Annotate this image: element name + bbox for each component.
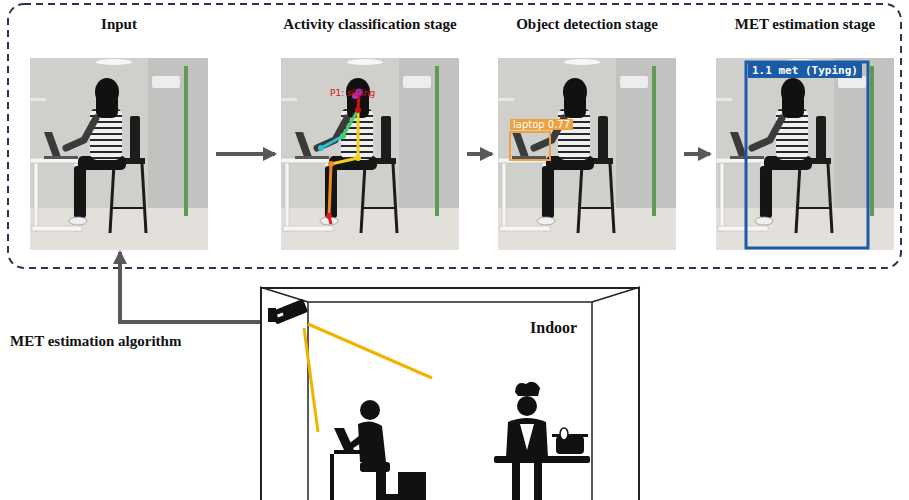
overlay-label: P1: sitting: [330, 88, 375, 98]
camera-icon: [268, 299, 308, 325]
stage-panel: Activity classification stage: [281, 58, 459, 250]
stage-title: Activity classification stage: [283, 16, 456, 33]
flow-arrow: [467, 152, 492, 156]
edge-label: MET estimation algorithm: [8, 333, 183, 350]
cook-icon: [494, 382, 590, 500]
stage-panel: Input: [30, 58, 208, 250]
worker-icon: [330, 400, 426, 500]
overlay-label: laptop 0.77: [510, 119, 573, 130]
room: [260, 287, 640, 500]
photo: [281, 58, 459, 250]
flow-arrow: [216, 152, 275, 156]
view-line: [308, 324, 432, 378]
stage-panel: Object detection stage: [498, 58, 676, 250]
room-label: Indoor: [530, 319, 577, 337]
stage-title: Input: [101, 16, 137, 33]
photo: [30, 58, 208, 250]
detection-box: [510, 132, 550, 160]
flow-arrow: [684, 152, 710, 156]
pose-skeleton: [318, 89, 363, 225]
stage-panel: MET estimation stage: [716, 58, 894, 250]
result-box: [746, 62, 868, 248]
dashed-frame: [8, 4, 901, 268]
photo: [498, 58, 676, 250]
overlay-label: 1.1 met (Typing): [748, 63, 862, 78]
stage-title: Object detection stage: [516, 16, 658, 33]
room-box: Indoor: [260, 287, 640, 500]
flow-arrow: [120, 252, 260, 322]
stage-title: MET estimation stage: [735, 16, 876, 33]
view-line: [304, 328, 318, 432]
photo: [716, 58, 894, 250]
